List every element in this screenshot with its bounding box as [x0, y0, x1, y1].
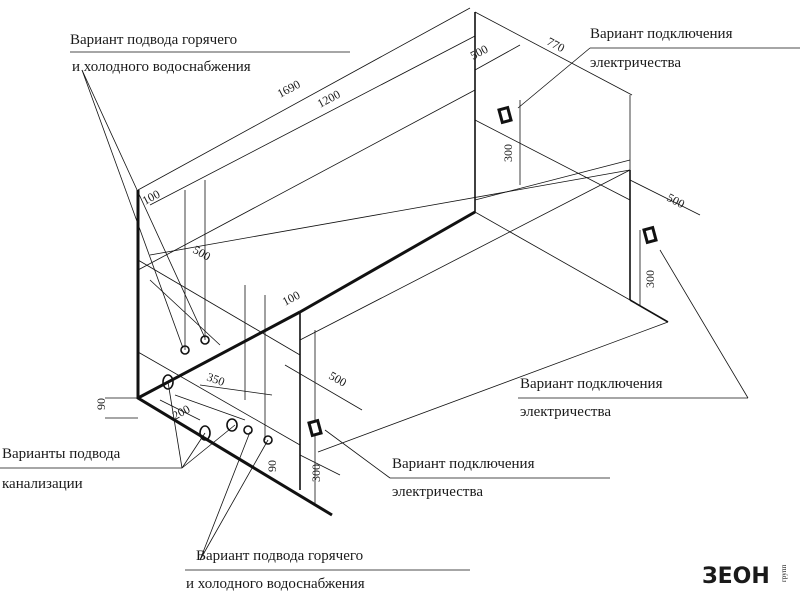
water-top-line1: Вариант подвода горячего	[70, 32, 237, 48]
water-pipe-top-2	[200, 335, 210, 345]
dim-90-left: 90	[94, 398, 108, 410]
dim-100-top: 100	[140, 187, 162, 208]
leader-lines	[0, 47, 800, 571]
electric-socket-top	[497, 105, 513, 125]
water-pipe-bottom-2	[263, 435, 273, 445]
callout-water-bottom: Вариант подвода горячего и холодного вод…	[186, 548, 365, 592]
dim-350: 350	[205, 370, 227, 389]
water-top-line2: и холодного водоснабжения	[72, 59, 251, 75]
water-pipe-bottom-1	[243, 425, 253, 435]
logo-sub: групп	[780, 564, 788, 582]
bath-right-floor-edge	[629, 299, 669, 323]
logo-text: ЗЕОН	[702, 564, 770, 589]
drain-pipe-1	[162, 374, 174, 390]
bath-back-bottom-edge	[299, 210, 476, 314]
drain-line2: канализации	[2, 476, 83, 492]
callout-drain: Варианты подвода канализации	[2, 446, 121, 492]
electric-top-line2: электричества	[590, 55, 681, 71]
bath-bottom-edge	[137, 310, 301, 400]
dim-100-mid: 100	[280, 288, 302, 309]
callout-electric-top: Вариант подключения электричества	[590, 26, 733, 71]
drain-pipe-2	[199, 425, 211, 441]
dim-90-bottom: 90	[265, 460, 279, 472]
dim-300-right: 300	[643, 270, 657, 288]
electric-top-line1: Вариант подключения	[590, 26, 733, 42]
callout-water-top: Вариант подвода горячего и холодного вод…	[70, 32, 251, 75]
brand-logo: ЗЕОН групп	[702, 564, 788, 589]
callout-electric-right: Вариант подключения электричества	[520, 376, 663, 420]
electric-bottom-line2: электричества	[392, 484, 483, 500]
construction-lines	[105, 7, 701, 505]
dim-300-top: 300	[501, 144, 515, 162]
electric-socket-right	[642, 225, 658, 245]
water-pipe-top-1	[180, 345, 190, 355]
dim-1690: 1690	[275, 77, 303, 101]
electric-socket-bottom	[307, 418, 323, 438]
dim-500-right: 500	[665, 190, 687, 211]
bath-front-left-edge	[136, 190, 333, 517]
dim-770: 770	[545, 34, 567, 55]
drain-line1: Варианты подвода	[2, 446, 121, 462]
dim-500-left: 500	[191, 242, 214, 263]
water-bottom-line2: и холодного водоснабжения	[186, 576, 365, 592]
water-bottom-line1: Вариант подвода горячего	[196, 548, 363, 564]
electric-right-line1: Вариант подключения	[520, 376, 663, 392]
dim-500-top: 500	[468, 42, 490, 63]
dim-300-bottom: 300	[309, 464, 323, 482]
callout-electric-bottom: Вариант подключения электричества	[392, 456, 535, 500]
electric-bottom-line1: Вариант подключения	[392, 456, 535, 472]
electric-right-line2: электричества	[520, 404, 611, 420]
dim-500-bottom: 500	[327, 368, 350, 389]
drain-pipe-3	[226, 418, 238, 432]
